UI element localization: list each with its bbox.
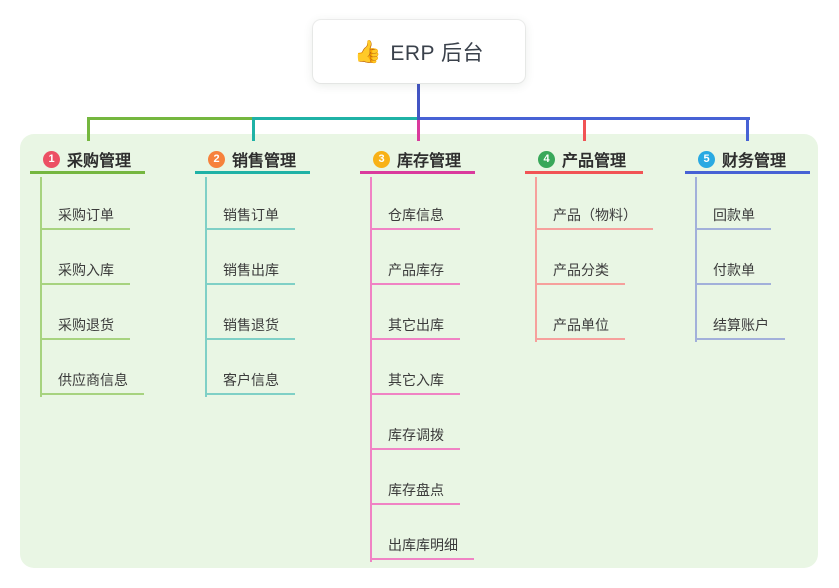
branch-number-badge: 3 xyxy=(373,150,390,168)
branch-spine-line xyxy=(695,177,697,342)
root-node[interactable]: 👍 ERP 后台 xyxy=(313,20,525,83)
branch-spine-line xyxy=(205,177,207,397)
connector-horizontal xyxy=(251,117,418,120)
branch-title-node[interactable]: 4 产品管理 xyxy=(525,147,643,174)
item-node[interactable]: 产品分类 xyxy=(535,257,625,285)
branch-title-label: 产品管理 xyxy=(562,153,627,170)
branch-title-label: 销售管理 xyxy=(232,153,297,170)
root-node-label: ERP 后台 xyxy=(390,41,485,65)
item-node[interactable]: 回款单 xyxy=(695,202,771,230)
item-node[interactable]: 销售退货 xyxy=(205,312,295,340)
item-node[interactable]: 库存调拨 xyxy=(370,422,460,450)
item-node[interactable]: 产品（物料） xyxy=(535,202,653,230)
branch-number-badge: 4 xyxy=(538,150,555,168)
branch-number-badge: 2 xyxy=(208,150,225,168)
branch-spine-line xyxy=(535,177,537,342)
item-node[interactable]: 结算账户 xyxy=(695,312,785,340)
branch-spine-line xyxy=(40,177,42,397)
branch-title-label: 财务管理 xyxy=(722,153,787,170)
item-node[interactable]: 采购退货 xyxy=(40,312,130,340)
branch-title-node[interactable]: 5 财务管理 xyxy=(685,147,810,174)
branch-number-badge: 1 xyxy=(43,150,60,168)
branch-title-node[interactable]: 2 销售管理 xyxy=(195,147,310,174)
branch-title-label: 库存管理 xyxy=(397,153,462,170)
connector-horizontal xyxy=(417,117,750,120)
item-node[interactable]: 付款单 xyxy=(695,257,771,285)
branch-title-node[interactable]: 3 库存管理 xyxy=(360,147,475,174)
item-node[interactable]: 销售出库 xyxy=(205,257,295,285)
branch-spine-line xyxy=(370,177,372,562)
item-node[interactable]: 库存盘点 xyxy=(370,477,460,505)
connector-drop xyxy=(745,117,749,141)
branch-title-label: 采购管理 xyxy=(67,153,132,170)
item-node[interactable]: 产品单位 xyxy=(535,312,625,340)
item-node[interactable]: 仓库信息 xyxy=(370,202,460,230)
item-node[interactable]: 供应商信息 xyxy=(40,367,144,395)
connector-drop xyxy=(251,117,255,141)
item-node[interactable]: 其它入库 xyxy=(370,367,460,395)
branches-panel xyxy=(20,134,818,568)
item-node[interactable]: 出库库明细 xyxy=(370,532,474,560)
item-node[interactable]: 销售订单 xyxy=(205,202,295,230)
connector-horizontal xyxy=(86,117,252,120)
branch-number-badge: 5 xyxy=(698,150,715,168)
item-node[interactable]: 客户信息 xyxy=(205,367,295,395)
connector-drop xyxy=(583,120,586,141)
item-node[interactable]: 采购入库 xyxy=(40,257,130,285)
thumbs-up-icon: 👍 xyxy=(353,38,382,64)
item-node[interactable]: 采购订单 xyxy=(40,202,130,230)
branch-title-node[interactable]: 1 采购管理 xyxy=(30,147,145,174)
item-node[interactable]: 产品库存 xyxy=(370,257,460,285)
connector-root-stem xyxy=(417,83,420,120)
item-node[interactable]: 其它出库 xyxy=(370,312,460,340)
connector-drop xyxy=(86,117,90,141)
connector-drop xyxy=(416,120,420,141)
